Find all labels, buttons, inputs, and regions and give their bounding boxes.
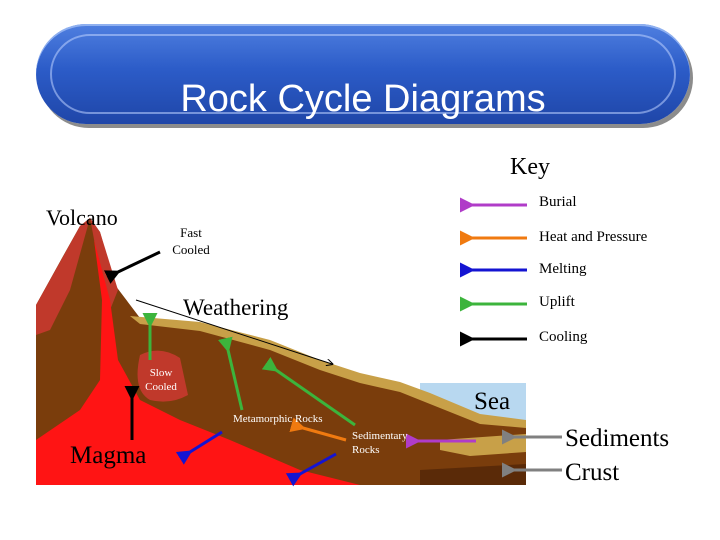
heat-pressure-arrow [289,417,347,442]
key-label-uplift: Uplift [539,294,575,310]
page-title: Rock Cycle Diagrams [180,78,546,120]
sedimentary-rocks-label: Sedimentary Rocks [352,430,408,457]
weathering-arrow [135,299,332,364]
key-label-heat-pressure: Heat and Pressure [539,229,648,245]
uplift-arrow-metamorphic [217,336,244,411]
slow-cooled-label: Slow Cooled [145,367,177,393]
magma-chamber [36,240,360,485]
crust-base [420,464,526,485]
volcano-label: Volcano [46,205,118,230]
cooling-arrow-fast [103,250,161,284]
melting-arrow-left [175,430,223,465]
fast-cooled-label: Fast Cooled [172,225,210,257]
title-banner-rim [50,34,676,114]
key-label-cooling: Cooling [539,329,588,345]
volcano-cone-right [90,218,118,310]
uplift-arrow-sedimentary [261,356,356,427]
key-label-melting: Melting [539,261,587,277]
magma-label: Magma [70,442,147,469]
key-title: Key [510,154,550,180]
melting-arrow-center [285,452,337,487]
metamorphic-rocks-label: Metamorphic Rocks [233,413,323,425]
sediment-layer [130,316,526,428]
slow-cooled-chamber [137,350,188,402]
sediments-label: Sediments [565,425,670,452]
title-banner: Rock Cycle Diagrams [36,24,690,124]
key-label-burial: Burial [539,194,577,210]
crust-label: Crust [565,459,620,486]
volcano-cone [36,218,90,335]
sea-label: Sea [474,388,511,415]
weathering-label: Weathering [183,295,289,320]
